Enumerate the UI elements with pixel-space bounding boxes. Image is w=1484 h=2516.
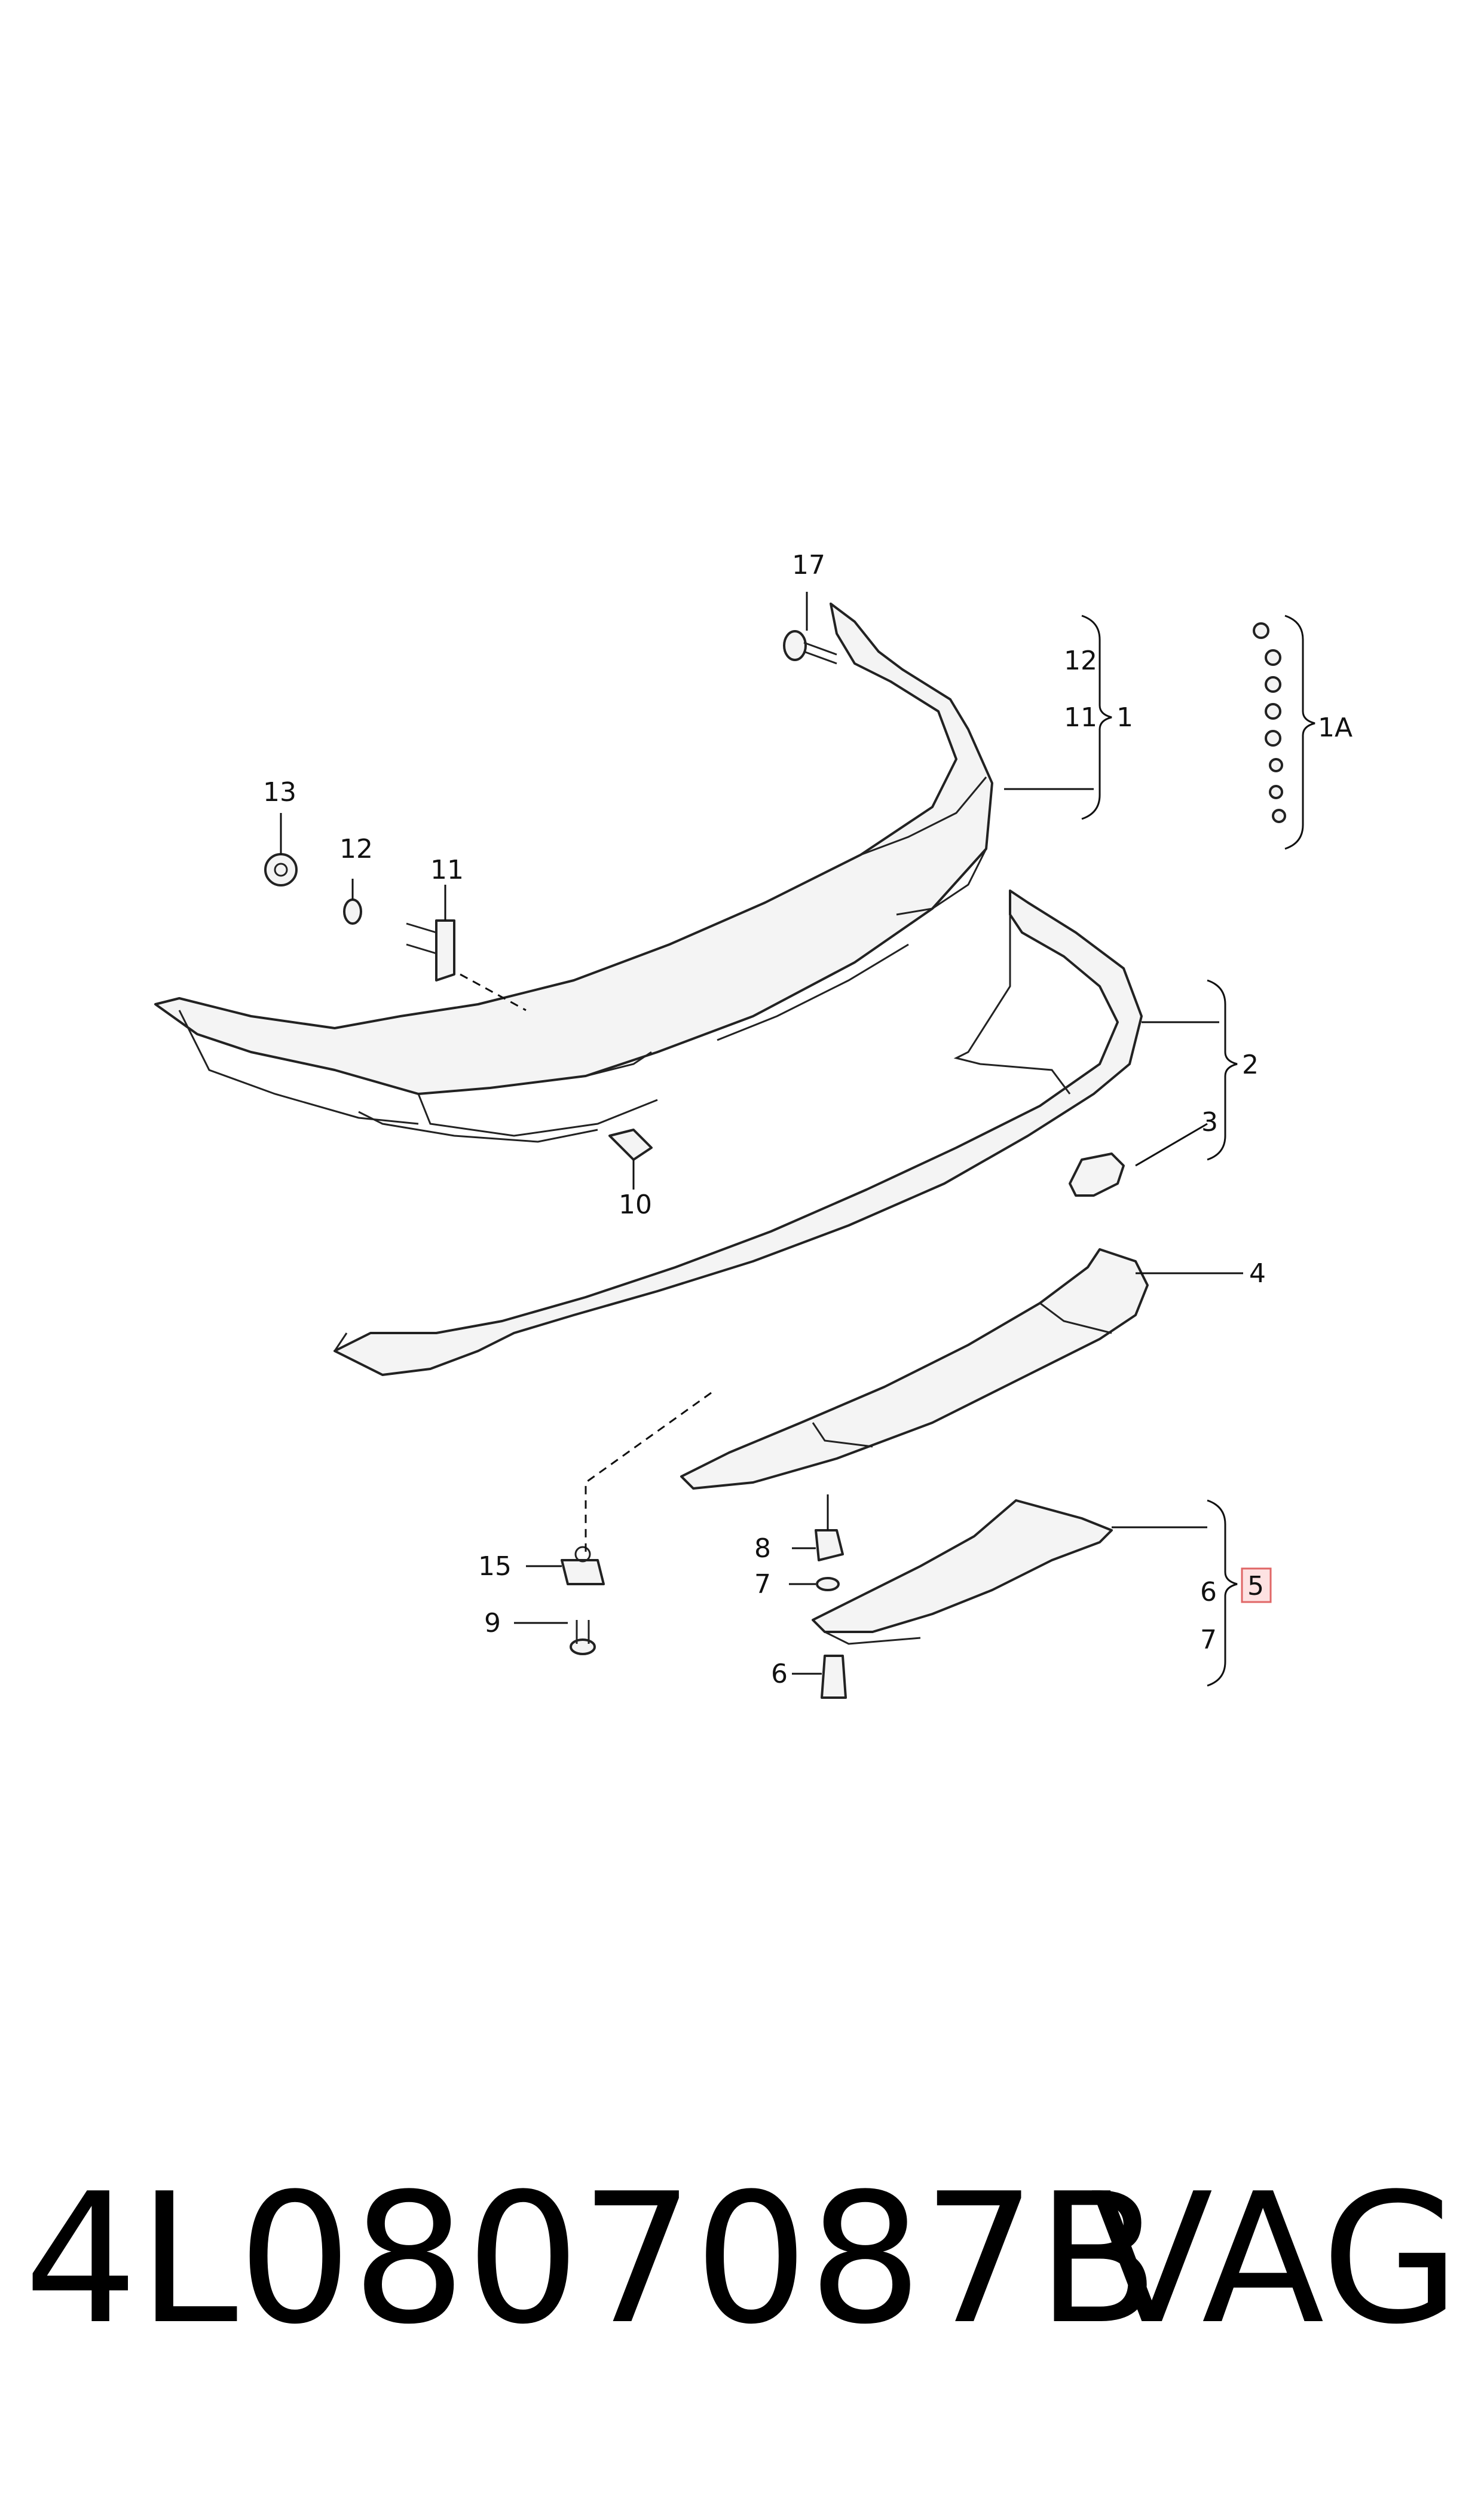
- label-7-mid: 7: [754, 1569, 771, 1600]
- leader-lines: [280, 592, 1243, 1675]
- label-6-mid: 6: [771, 1659, 788, 1689]
- label-8: 8: [754, 1533, 771, 1564]
- label-3: 3: [1201, 1107, 1218, 1138]
- label-10: 10: [619, 1190, 652, 1220]
- footer: 4L0807087B VAG: [24, 2140, 1460, 2379]
- label-11-top: 11: [1064, 702, 1097, 733]
- callout-labels: 17 12 11 1 1A 13 12 11 2 3 10 4 15 9 8 7…: [263, 550, 1353, 1689]
- label-4: 4: [1249, 1258, 1266, 1289]
- clip-10: [608, 1129, 653, 1161]
- label-1: 1: [1116, 702, 1133, 733]
- label-15: 15: [478, 1551, 512, 1582]
- bolt-17: [783, 630, 837, 665]
- nut-13: [264, 853, 298, 886]
- reflector-part-3: [1069, 1152, 1125, 1197]
- nut-15: [561, 1546, 605, 1585]
- label-1A: 1A: [1318, 713, 1353, 743]
- clip-8: [815, 1529, 844, 1561]
- label-5-highlight: [1241, 1567, 1272, 1603]
- diffuser-part-4: [680, 1248, 1149, 1490]
- part-number: 4L0807087B: [24, 2155, 1159, 2364]
- label-6-right: 6: [1200, 1577, 1217, 1607]
- washer-7: [816, 1577, 840, 1591]
- screw-9: [570, 1620, 596, 1655]
- bracket-11: [406, 919, 455, 982]
- label-2: 2: [1242, 1050, 1259, 1080]
- bumper-frame-part-2: [333, 889, 1143, 1376]
- label-17: 17: [792, 550, 825, 580]
- label-11-left: 11: [430, 855, 464, 885]
- label-5: 5: [1247, 1571, 1264, 1601]
- bumper-cover-part-1: [154, 603, 993, 1143]
- label-13: 13: [263, 777, 296, 808]
- label-9: 9: [484, 1608, 501, 1638]
- washer-12: [343, 898, 362, 925]
- rivet-6: [821, 1655, 847, 1699]
- brand-name: VAG: [1090, 2155, 1460, 2364]
- label-12-left: 12: [339, 834, 373, 864]
- fastener-kit-1A: [1253, 622, 1286, 823]
- label-12-top: 12: [1064, 646, 1097, 676]
- lower-trim-part-5: [812, 1499, 1113, 1645]
- label-7-right: 7: [1200, 1625, 1217, 1655]
- braces: [1081, 615, 1315, 1687]
